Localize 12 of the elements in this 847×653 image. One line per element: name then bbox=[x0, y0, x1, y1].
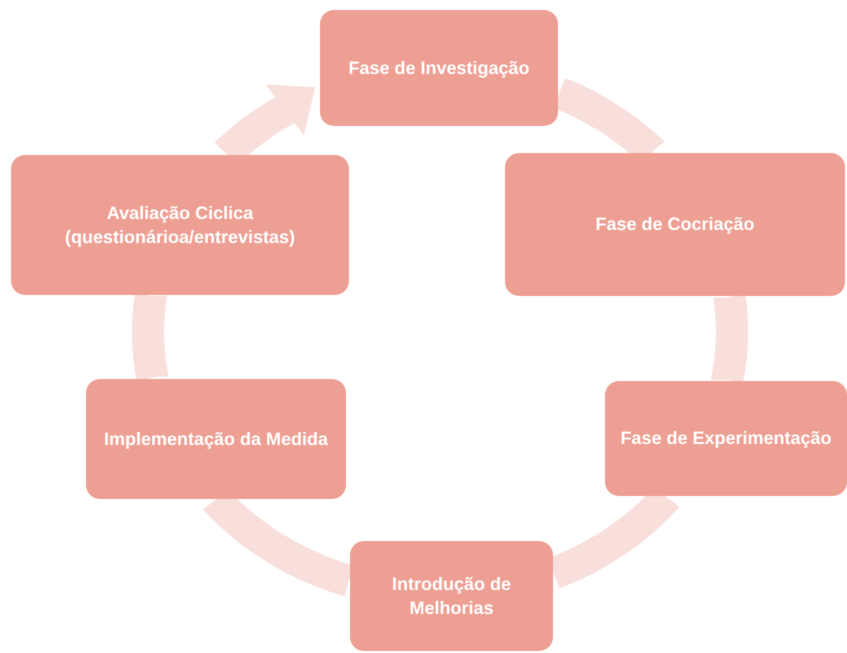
process-box bbox=[605, 381, 847, 496]
step-label: Fase de Experimentação bbox=[620, 427, 832, 450]
step-label: Fase de Investigação bbox=[348, 56, 530, 80]
process-box bbox=[86, 379, 346, 499]
step-label: Introdução de Melhorias bbox=[390, 572, 512, 620]
process-box bbox=[350, 541, 553, 651]
process-box bbox=[11, 155, 349, 295]
step-label: Avaliação Ciclica (questionárioa/entrevistas) bbox=[64, 202, 296, 249]
step-label: Implementação da Medida bbox=[104, 428, 328, 451]
step-label: Fase de Cocriação bbox=[595, 213, 755, 236]
process-box bbox=[320, 10, 558, 126]
process-box bbox=[505, 153, 845, 296]
